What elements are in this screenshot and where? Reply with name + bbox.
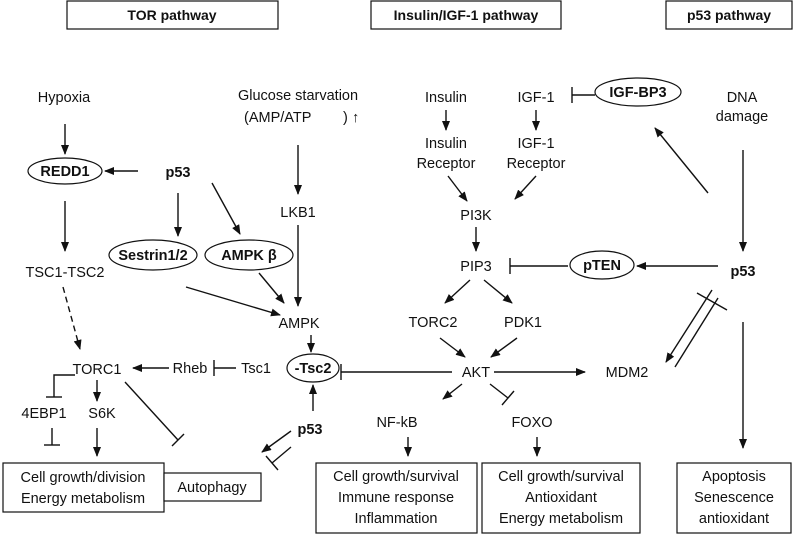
outcome-growth-division-line1: Cell growth/division [21, 470, 146, 486]
node-tsc2-label: -Tsc2 [295, 361, 332, 377]
node-akt: AKT [462, 365, 490, 381]
outcome-foxo: Cell growth/survival Antioxidant Energy … [481, 462, 641, 534]
node-ampk: AMPK [278, 316, 319, 332]
outcome-foxo-line3: Energy metabolism [499, 511, 623, 527]
edge-pip3-pdk1 [483, 279, 513, 304]
outcome-autophagy-label: Autophagy [177, 480, 247, 496]
edge-igfr-pi3k [514, 175, 537, 200]
node-nfkb: NF-kB [376, 415, 417, 431]
node-glucose-ratio: (AMP/ATP [244, 110, 311, 126]
node-dna-damage-line1: DNA [727, 90, 758, 106]
header-insulin-label: Insulin/IGF-1 pathway [394, 7, 539, 23]
node-glucose-ratio-close: ) [343, 110, 348, 126]
header-tor-label: TOR pathway [127, 7, 216, 23]
outcome-nfkb-line1: Cell growth/survival [333, 469, 459, 485]
node-mdm2: MDM2 [606, 365, 649, 381]
node-igfbp3: IGF-BP3 [594, 77, 682, 107]
node-pten-label: pTEN [583, 258, 621, 274]
edge-pip3-torc2 [444, 279, 471, 304]
edge-mdm2-p53-bar [696, 292, 728, 311]
outcome-nfkb: Cell growth/survival Immune response Inf… [315, 462, 478, 534]
node-p53-tor: p53 [166, 165, 191, 181]
edge-torc1-autophagy [124, 381, 179, 441]
node-pten: pTEN [569, 250, 635, 280]
edge-p53-autophagy [261, 430, 292, 453]
node-hypoxia: Hypoxia [38, 90, 91, 106]
header-tor: TOR pathway [66, 0, 279, 30]
edge-p53-autophagy-inhibit-bar [265, 455, 279, 471]
node-pip3: PIP3 [460, 259, 491, 275]
edge-akt-foxo-bar [501, 390, 515, 406]
node-insulin-receptor-line1: Insulin [425, 136, 467, 152]
edge-p53-mdm2 [665, 289, 713, 363]
node-redd1-label: REDD1 [40, 164, 89, 180]
edge-ampkbeta-ampk [258, 272, 285, 304]
node-insulin: Insulin [425, 90, 467, 106]
outcome-foxo-line1: Cell growth/survival [498, 469, 624, 485]
outcome-growth-division-line2: Energy metabolism [21, 491, 145, 507]
edge-pdk1-akt [490, 337, 518, 358]
edge-p53-autophagy-inhibit [271, 446, 292, 464]
node-pdk1: PDK1 [504, 315, 542, 331]
node-torc1: TORC1 [73, 362, 122, 378]
header-insulin: Insulin/IGF-1 pathway [370, 0, 562, 30]
outcome-p53-line3: antioxidant [699, 511, 769, 527]
edge-p53-ampkbeta [211, 182, 241, 235]
edge-akt-nfkb [442, 383, 463, 400]
edge-insr-pi3k [447, 175, 468, 202]
header-p53-label: p53 pathway [687, 7, 771, 23]
node-insulin-receptor-line2: Receptor [417, 156, 476, 172]
node-tsc1-tsc2: TSC1-TSC2 [26, 265, 105, 281]
node-igf1-receptor-line2: Receptor [507, 156, 566, 172]
header-p53: p53 pathway [665, 0, 793, 30]
edge-tsc-torc1 [62, 286, 82, 350]
node-p53-main: p53 [731, 264, 756, 280]
node-sestrin-label: Sestrin1/2 [118, 248, 187, 264]
node-rheb: Rheb [173, 361, 208, 377]
edges [44, 87, 747, 471]
node-torc2: TORC2 [409, 315, 458, 331]
up-arrow-icon: ↑ [352, 110, 359, 126]
node-foxo: FOXO [511, 415, 552, 431]
outcome-p53-line1: Apoptosis [702, 469, 766, 485]
outcome-p53-line2: Senescence [694, 490, 774, 506]
edge-sestrin-ampk [185, 286, 281, 317]
node-tsc2: -Tsc2 [286, 353, 340, 383]
edge-torc2-akt [439, 337, 466, 358]
node-tsc1: Tsc1 [241, 361, 271, 377]
outcome-growth-division: Cell growth/division Energy metabolism [2, 462, 165, 513]
edge-torc1-autophagy-bar [171, 433, 185, 447]
node-p53-autophagy: p53 [298, 422, 323, 438]
edge-mdm2-p53 [674, 297, 719, 368]
outcome-nfkb-line3: Inflammation [354, 511, 437, 527]
edge-akt-foxo [489, 383, 509, 399]
node-pi3k: PI3K [460, 208, 492, 224]
node-igf1: IGF-1 [517, 90, 554, 106]
node-redd1: REDD1 [27, 157, 103, 185]
outcome-p53: Apoptosis Senescence antioxidant [676, 462, 792, 534]
outcome-nfkb-line2: Immune response [338, 490, 454, 506]
node-ampk-beta: AMPK β [204, 239, 294, 271]
node-s6k: S6K [88, 406, 116, 422]
node-igf1-receptor-line1: IGF-1 [517, 136, 554, 152]
node-glucose-starvation: Glucose starvation [238, 88, 358, 104]
edge-torc1-4ebp1 [53, 374, 75, 397]
node-lkb1: LKB1 [280, 205, 315, 221]
edge-p53-igfbp3 [654, 127, 709, 194]
node-sestrin: Sestrin1/2 [108, 239, 198, 271]
node-igfbp3-label: IGF-BP3 [609, 85, 666, 101]
node-ampk-beta-label: AMPK β [221, 248, 277, 264]
outcome-foxo-line2: Antioxidant [525, 490, 597, 506]
outcome-autophagy: Autophagy [163, 472, 262, 502]
node-4ebp1: 4EBP1 [21, 406, 66, 422]
node-dna-damage-line2: damage [716, 109, 768, 125]
